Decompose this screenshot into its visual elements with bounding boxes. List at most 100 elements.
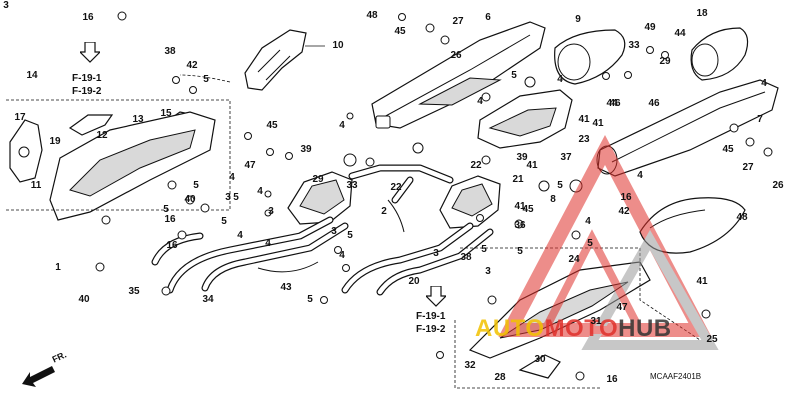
part-callout: 5	[163, 204, 169, 215]
part-callout: 41	[514, 201, 526, 212]
part-callout: 29	[312, 174, 324, 185]
part-callout: 16	[164, 214, 176, 225]
part-callout: 45	[266, 120, 278, 131]
part-callout: 43	[280, 282, 292, 293]
part-callout: 47	[616, 302, 628, 313]
part-callout: 21	[512, 174, 524, 185]
part-callout: 32	[464, 360, 476, 371]
part-callout: 4	[585, 216, 591, 227]
part-callout: 35	[128, 286, 140, 297]
part-callout: 36	[514, 220, 526, 231]
part-callout: 30	[534, 354, 546, 365]
part-callout: 19	[49, 136, 61, 147]
watermark-logo: AUTOMOTOHUB	[475, 315, 672, 342]
part-callout: 26	[772, 180, 784, 191]
part-callout: 4	[761, 78, 767, 89]
part-callout: 5	[193, 180, 199, 191]
part-callout: 5	[511, 70, 517, 81]
part-callout: 7	[757, 114, 763, 125]
part-callout: 22	[390, 182, 402, 193]
part-callout: 26	[450, 50, 462, 61]
part-callout: 4	[229, 172, 235, 183]
part-callout: 13	[132, 114, 144, 125]
part-callout: 4	[637, 170, 643, 181]
part-callout: 4	[265, 238, 271, 249]
part-callout: 45	[722, 144, 734, 155]
part-callout: 5	[233, 192, 239, 203]
part-callout: 4	[477, 96, 483, 107]
part-callout: 28	[494, 372, 506, 383]
part-callout: 4	[237, 230, 243, 241]
part-callout: 41	[578, 114, 590, 125]
watermark-triangles	[498, 135, 719, 350]
part-callout: 5	[517, 246, 523, 257]
part-callout: 17	[14, 112, 26, 123]
diagram-code: MCAAF2401B	[650, 372, 702, 381]
reference-label: F-19-1 F-19-2	[72, 73, 102, 97]
part-callout: 14	[26, 70, 38, 81]
part-callout: 16	[166, 240, 178, 251]
part-callout: 5	[587, 238, 593, 249]
part-callout: 24	[568, 254, 580, 265]
bracket-lower	[518, 354, 561, 379]
part-callout: 5	[347, 230, 353, 241]
part-callout: 9	[575, 14, 581, 25]
part-callout: 3	[485, 266, 491, 277]
part-callout: 42	[186, 60, 198, 71]
part-callout: 27	[452, 16, 464, 27]
part-callout: 18	[696, 8, 708, 19]
part-callout: 39	[300, 144, 312, 155]
part-callout: 11	[30, 180, 42, 191]
part-callout: 15	[160, 108, 172, 119]
part-callout: 41	[696, 276, 708, 287]
reference-arrow-icon	[426, 286, 446, 307]
part-callout: 10	[332, 40, 344, 51]
part-callout: 2	[381, 206, 387, 217]
part-callout: 5	[557, 180, 563, 191]
part-callout: 31	[590, 316, 602, 327]
part-callout: 4	[557, 74, 563, 85]
part-callout: 20	[408, 276, 420, 287]
part-callout: 37	[560, 152, 572, 163]
part-callout: 5	[307, 294, 313, 305]
part-callout: 16	[606, 374, 618, 385]
part-callout: 3	[225, 192, 231, 203]
part-callout: 5	[481, 244, 487, 255]
reference-arrow-icon	[80, 42, 100, 63]
part-callout: 33	[628, 40, 640, 51]
part-callout: 25	[706, 334, 718, 345]
part-callout: 42	[618, 206, 630, 217]
reference-label: F-19-1 F-19-2	[416, 311, 446, 335]
part-callout: 5	[221, 216, 227, 227]
part-callout: 5	[203, 74, 209, 85]
muffler-23	[597, 79, 779, 177]
part-callout: 45	[522, 204, 534, 215]
fasteners	[95, 11, 773, 381]
part-callout: 3	[433, 248, 439, 259]
cover-24	[639, 197, 746, 254]
part-callout: 49	[644, 22, 656, 33]
front-arrow-icon	[22, 366, 55, 387]
heat-guard-10	[244, 29, 307, 91]
part-callout: 48	[736, 212, 748, 223]
part-callout: 46	[648, 98, 660, 109]
part-callout: 16	[82, 12, 94, 23]
part-callout: 45	[394, 26, 406, 37]
part-callout: 12	[96, 130, 108, 141]
bracket-12	[68, 114, 114, 136]
part-callout: 29	[659, 56, 671, 67]
part-callout: 3	[268, 206, 274, 217]
part-callout: 23	[578, 134, 590, 145]
part-callout: 22	[470, 160, 482, 171]
part-callout: 40	[184, 194, 196, 205]
part-callout: 6	[485, 12, 491, 23]
part-callout: 46	[609, 98, 621, 109]
part-callout: 38	[460, 252, 472, 263]
part-callout: 3	[3, 0, 9, 11]
part-callout: 16	[620, 192, 632, 203]
part-callout: 44	[674, 28, 686, 39]
part-callout: 39	[516, 152, 528, 163]
end-cap-18	[690, 27, 749, 81]
